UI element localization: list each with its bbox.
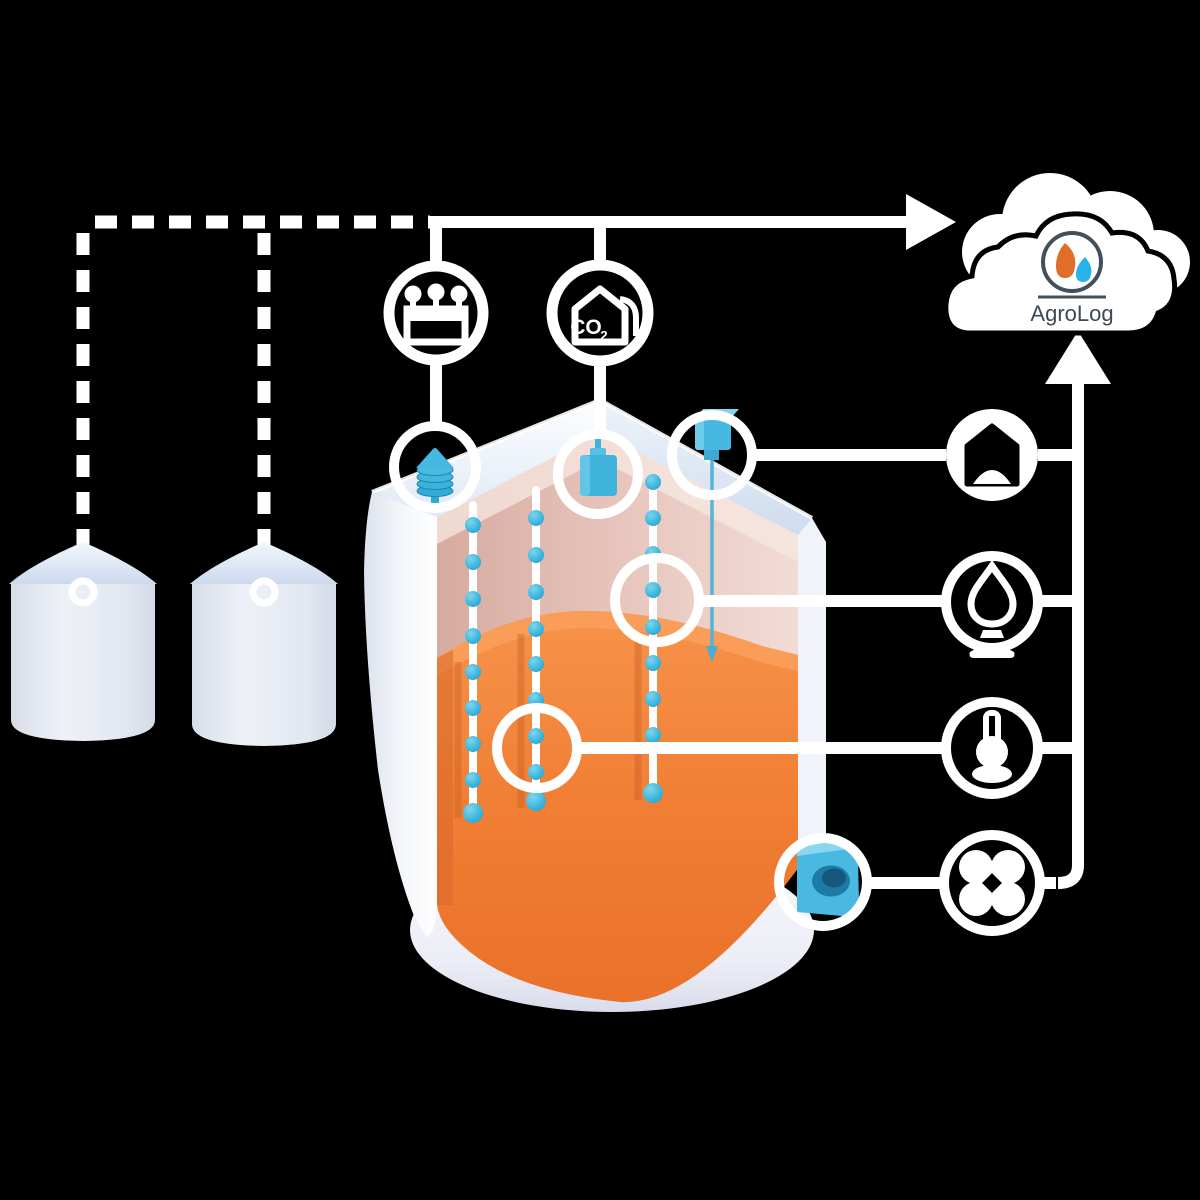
silo-roof-right	[600, 400, 812, 535]
silo-left-wall	[364, 492, 437, 938]
aeration-vent	[797, 840, 859, 917]
temperature-icon	[941, 697, 1043, 799]
callout-rings	[389, 410, 872, 931]
agrolog-brand-text: AgroLog	[1030, 301, 1113, 326]
connector-lines	[430, 216, 1084, 889]
co2-label-sub: 2	[600, 328, 607, 343]
ambient-sensor	[416, 448, 454, 510]
gateway-device-icon	[383, 260, 489, 366]
main-silo	[364, 397, 859, 1012]
silo-level-icon	[946, 409, 1038, 501]
sensor-cable-3	[643, 474, 663, 803]
dashed-data-links	[76, 215, 430, 578]
co2-sensor-icon: CO 2	[546, 259, 654, 367]
agrolog-cloud: AgroLog	[943, 173, 1190, 336]
fan-icon	[939, 830, 1045, 936]
small-silo-2	[190, 542, 338, 746]
moisture-icon	[941, 551, 1043, 658]
hanging-co2-sensor	[580, 434, 617, 496]
silo1-link-ring	[68, 577, 98, 607]
silo-right-edge	[798, 518, 826, 889]
arrow-to-cloud	[906, 194, 956, 250]
co2-label: CO	[570, 316, 602, 339]
silo2-link-ring	[249, 577, 279, 607]
sensor-cable-1	[463, 501, 483, 823]
logo-drop	[1076, 257, 1092, 282]
level-sensor-cube	[695, 409, 739, 662]
arrow-up	[1045, 331, 1111, 384]
logo-flame	[1056, 243, 1076, 278]
small-silo-1	[9, 542, 157, 741]
agrolog-logo: AgroLog	[1030, 231, 1114, 326]
